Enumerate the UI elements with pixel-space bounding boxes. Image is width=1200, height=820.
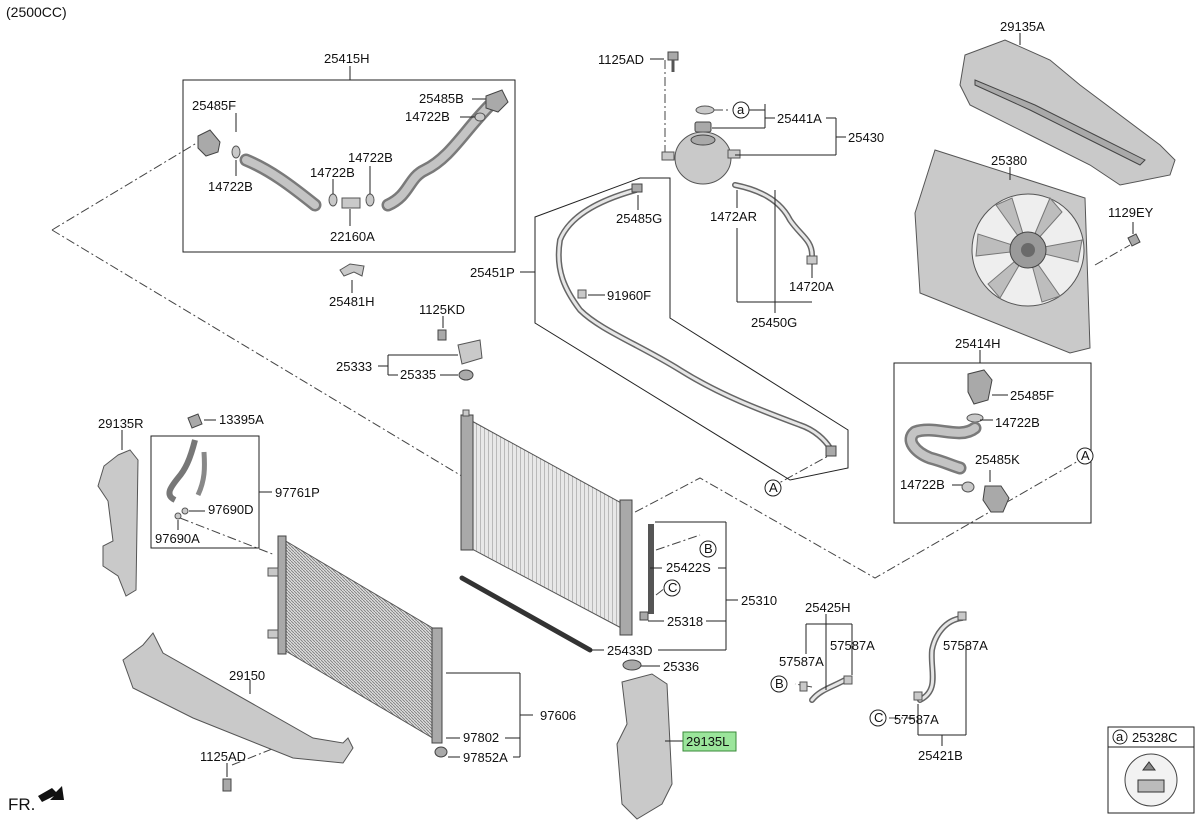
label-25414H: 25414H xyxy=(955,336,1001,351)
drain-plug-25318 xyxy=(639,611,649,621)
label-57587A-d: 57587A xyxy=(894,712,939,727)
callout-B-radiator-text: B xyxy=(704,541,713,556)
label-25441A: 25441A xyxy=(777,111,822,126)
label-97690D: 97690D xyxy=(208,502,254,517)
coolant-reservoir-25430 xyxy=(661,51,818,265)
label-25485F-a: 25485F xyxy=(192,98,236,113)
label-25333: 25333 xyxy=(336,359,372,374)
label-97761P: 97761P xyxy=(275,485,320,500)
air-guard-29135R xyxy=(97,449,139,597)
label-14722B-a: 14722B xyxy=(208,179,253,194)
engine-note: (2500CC) xyxy=(6,4,67,20)
callout-C-radiator-text: C xyxy=(668,580,677,595)
label-25318: 25318 xyxy=(667,614,703,629)
label-25380: 25380 xyxy=(991,153,1027,168)
label-14720A: 14720A xyxy=(789,279,834,294)
callout-A-shroud xyxy=(1076,447,1094,465)
legend-box-25328C: a 25328C xyxy=(1107,726,1195,814)
label-25310: 25310 xyxy=(741,593,777,608)
label-57587A-c: 57587A xyxy=(943,638,988,653)
label-14722B-e: 14722B xyxy=(995,415,1040,430)
label-1125AD-b: 1125AD xyxy=(200,749,246,764)
air-guard-29135L xyxy=(616,673,673,820)
label-25485B: 25485B xyxy=(419,91,464,106)
clip-25481H xyxy=(339,263,365,277)
label-25425H: 25425H xyxy=(805,600,851,615)
label-14722B-d: 14722B xyxy=(405,109,450,124)
bracket-97761P-parts xyxy=(166,413,207,520)
fan-shroud-25380 xyxy=(914,149,1091,354)
orientation-label: FR. xyxy=(8,795,35,814)
hose-25414H-parts xyxy=(904,369,1010,513)
label-25430: 25430 xyxy=(848,130,884,145)
label-25481H: 25481H xyxy=(329,294,375,309)
label-1125AD-a: 1125AD xyxy=(598,52,644,67)
hose-25451P xyxy=(555,183,837,457)
label-14722B-b: 14722B xyxy=(310,165,355,180)
callout-a-reservoir-text: a xyxy=(737,102,745,117)
callout-B-hose-text: B xyxy=(775,676,784,691)
callout-B-hose xyxy=(770,675,788,693)
label-25421B: 25421B xyxy=(918,748,963,763)
hose-kit-box-25414H xyxy=(893,362,1092,524)
label-25485K: 25485K xyxy=(975,452,1020,467)
label-29135A: 29135A xyxy=(1000,19,1045,34)
label-97690A: 97690A xyxy=(155,531,200,546)
bolt-1125AD-b xyxy=(222,778,232,792)
label-97802: 97802 xyxy=(463,730,499,745)
seal-25433D xyxy=(459,575,593,653)
hose-kit-box-25415H xyxy=(182,79,516,253)
hose-group-25451P xyxy=(534,177,849,481)
insulator-25335 xyxy=(458,369,474,381)
callout-C-hose xyxy=(869,709,887,727)
label-97606: 97606 xyxy=(540,708,576,723)
bracket-25333 xyxy=(457,339,483,365)
label-57587A-b: 57587A xyxy=(830,638,875,653)
label-25335: 25335 xyxy=(400,367,436,382)
callout-A-shroud-text: A xyxy=(1081,448,1090,463)
label-14722B-c: 14722B xyxy=(348,150,393,165)
insulator-97852A xyxy=(434,746,448,758)
label-29135L[interactable]: 29135L xyxy=(686,734,729,749)
callout-C-radiator xyxy=(663,579,681,597)
air-guard-29150 xyxy=(122,632,354,764)
label-25485F-b: 25485F xyxy=(1010,388,1054,403)
radiator-25310 xyxy=(460,409,633,636)
label-97852A: 97852A xyxy=(463,750,508,765)
label-22160A: 22160A xyxy=(330,229,375,244)
hose-25421B xyxy=(913,611,967,703)
label-25450G: 25450G xyxy=(751,315,797,330)
air-guard-25422S xyxy=(648,524,654,614)
label-13395A: 13395A xyxy=(219,412,264,427)
label-25451P: 25451P xyxy=(470,265,515,280)
callout-B-radiator xyxy=(699,540,717,558)
label-25336: 25336 xyxy=(663,659,699,674)
svg-text:a: a xyxy=(1116,729,1124,744)
highlight-29135L[interactable] xyxy=(682,731,737,752)
label-25328C: 25328C xyxy=(1132,730,1178,745)
callout-C-hose-text: C xyxy=(874,710,883,725)
bolt-1125KD xyxy=(437,329,447,341)
label-29150: 29150 xyxy=(229,668,265,683)
label-91960F: 91960F xyxy=(607,288,651,303)
label-25433D: 25433D xyxy=(607,643,653,658)
callout-A-hose-text: A xyxy=(769,480,778,495)
label-57587A-a: 57587A xyxy=(779,654,824,669)
condenser-97606 xyxy=(267,535,443,744)
callout-A-hose xyxy=(764,479,782,497)
label-25422S: 25422S xyxy=(666,560,711,575)
label-25485G: 25485G xyxy=(616,211,662,226)
label-1472AR: 1472AR xyxy=(710,209,757,224)
insulator-25336 xyxy=(622,659,642,671)
front-arrow-icon xyxy=(38,786,64,802)
label-25415H: 25415H xyxy=(324,51,370,66)
hose-25415H-parts xyxy=(197,89,509,212)
label-29135R: 29135R xyxy=(98,416,144,431)
bolt-1129EY xyxy=(1127,233,1141,247)
label-1129EY: 1129EY xyxy=(1108,205,1154,220)
label-1125KD: 1125KD xyxy=(419,302,465,317)
label-14722B-f: 14722B xyxy=(900,477,945,492)
